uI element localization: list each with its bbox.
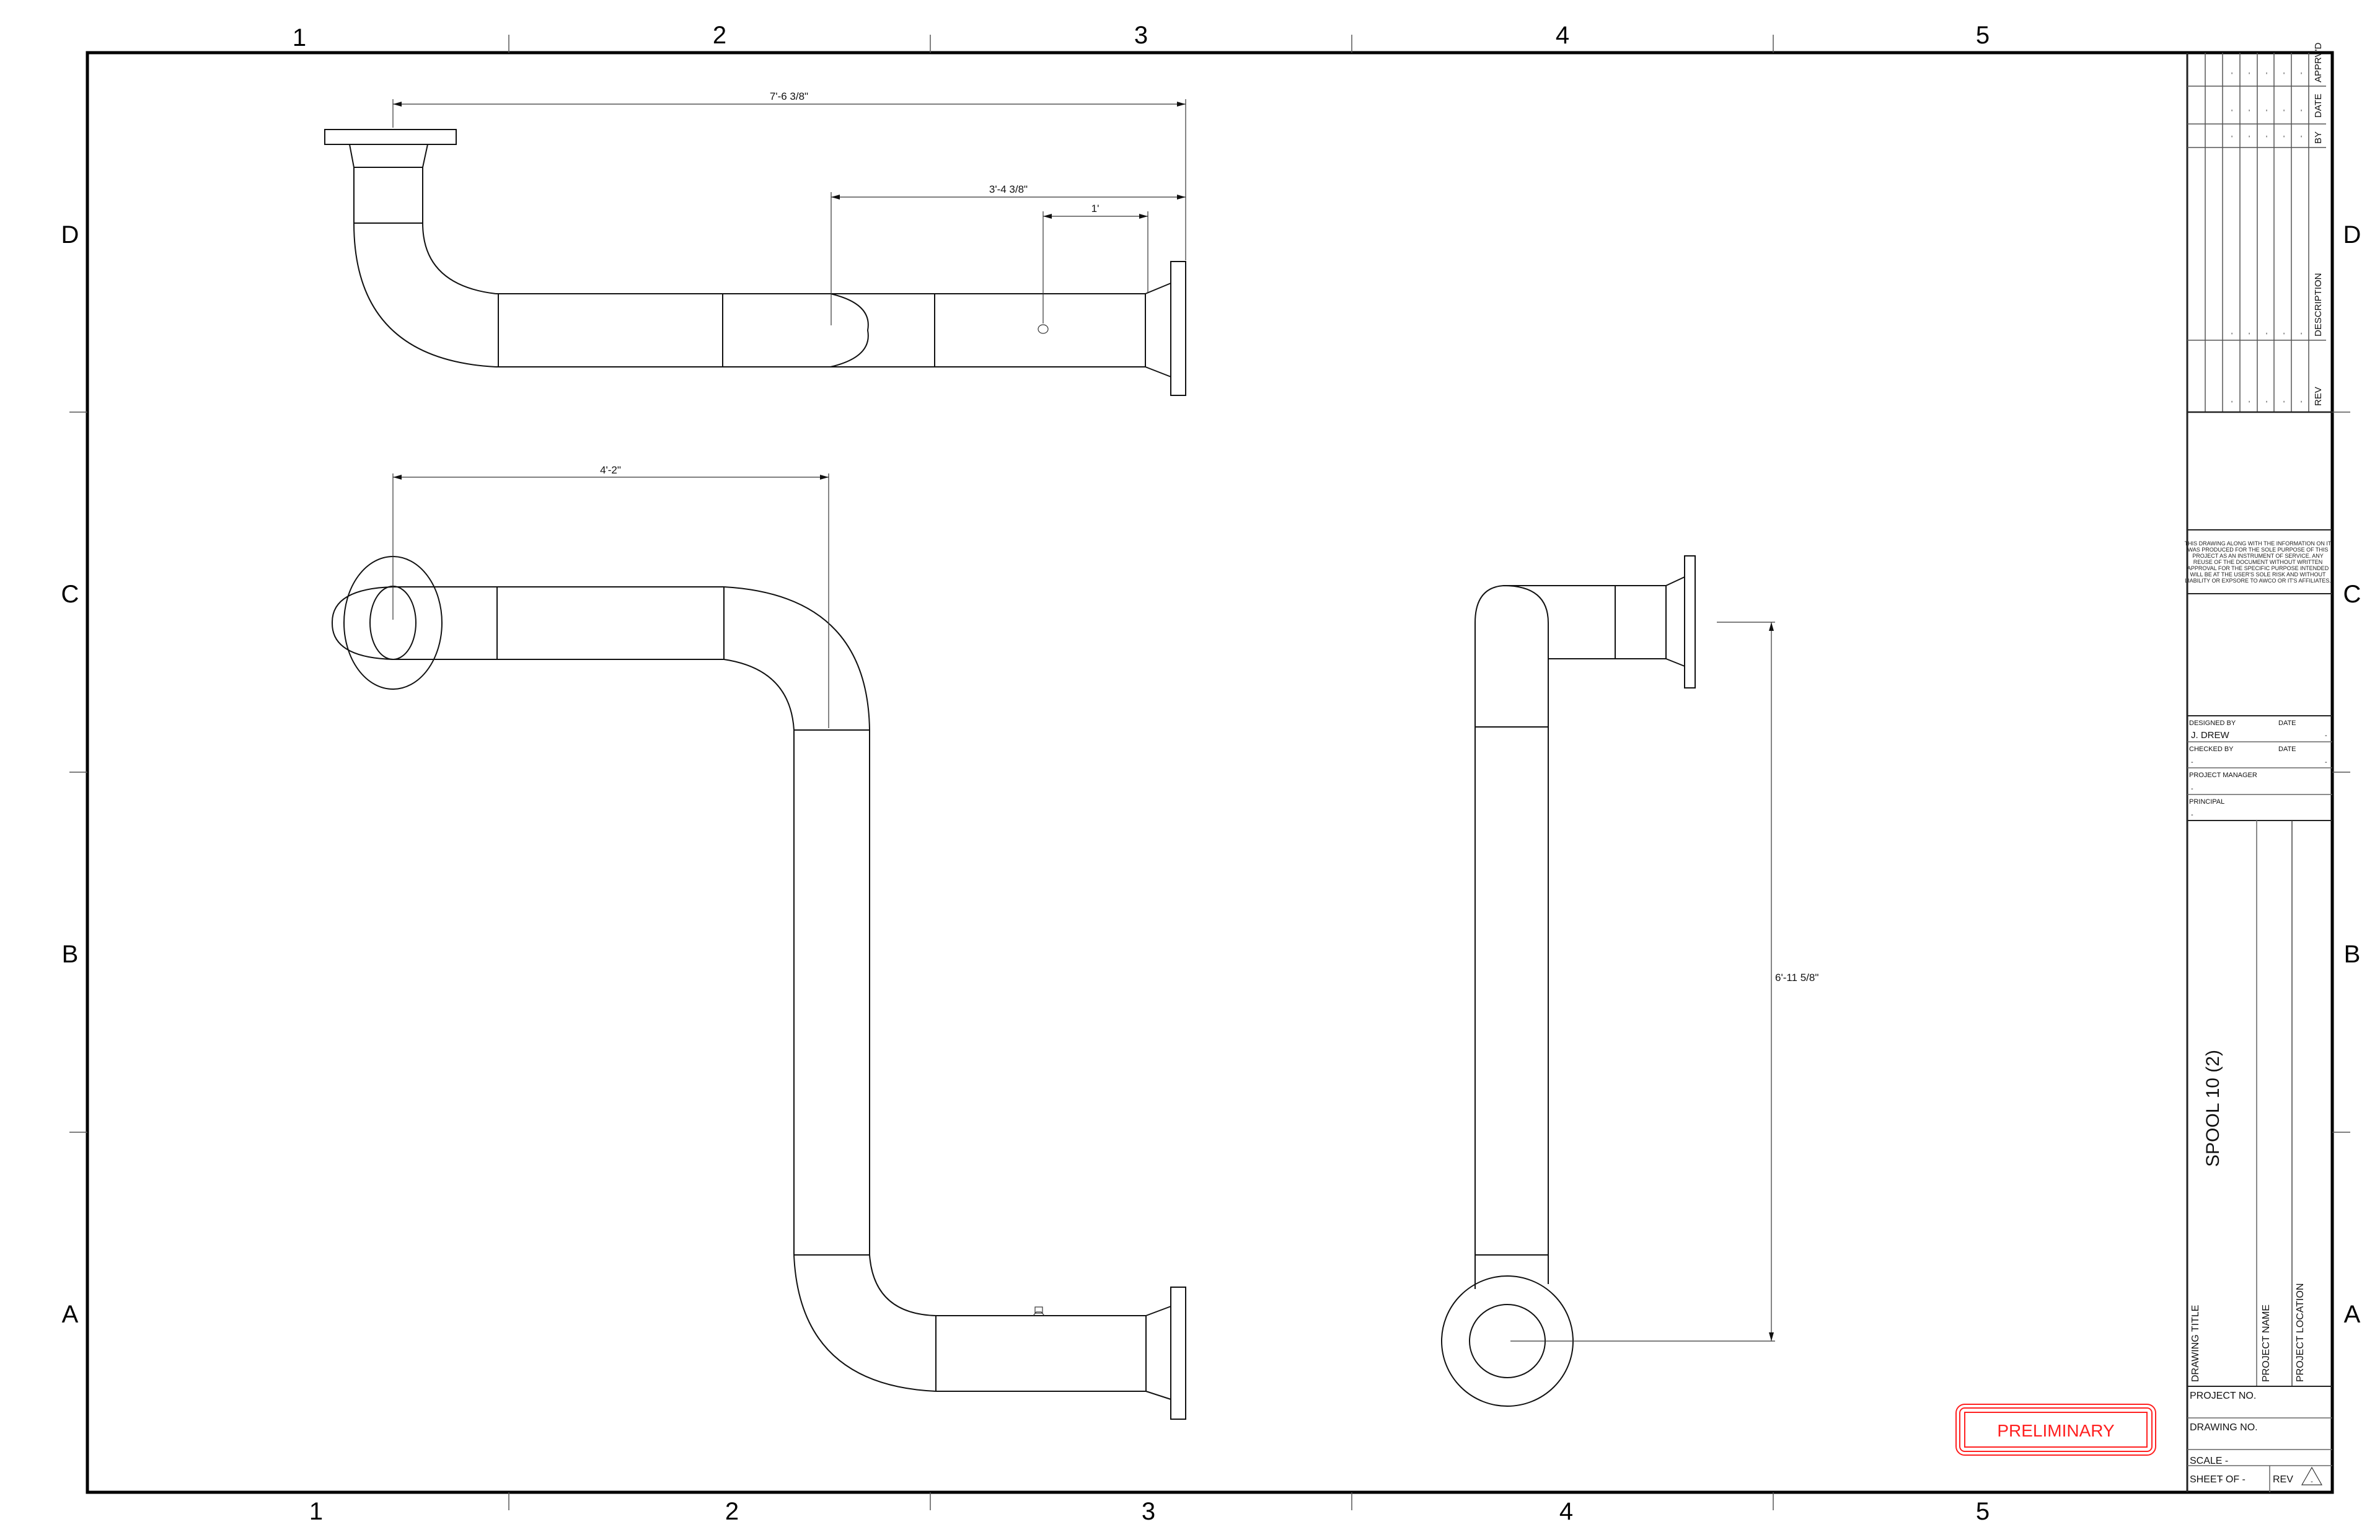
rev-cell: - <box>2263 109 2270 112</box>
zone-ticks <box>69 35 2350 1510</box>
side-view: 6'-11 5/8" <box>1441 555 1818 1407</box>
rev-cell: - <box>2228 72 2236 74</box>
principal-value: - <box>2191 811 2193 819</box>
rev-header-description: DESCRIPTION <box>2313 273 2324 337</box>
rev-header-approved: APPRV'D <box>2313 43 2324 82</box>
checked-by-value: - <box>2191 759 2193 766</box>
rev-cell: - <box>2246 109 2253 112</box>
rev-row-3: - - - - - <box>2263 72 2270 403</box>
drawing-title-label: DRAWING TITLE <box>2190 1305 2201 1382</box>
zone-row-left-B: B <box>62 941 79 968</box>
rev-cell: - <box>2228 400 2236 403</box>
project-manager-label: PROJECT MANAGER <box>2189 772 2257 779</box>
project-location-label: PROJECT LOCATION <box>2295 1283 2306 1382</box>
sheet-border <box>86 51 2334 1494</box>
zone-row-right-C: C <box>2343 581 2361 608</box>
rev-cell: - <box>2228 135 2236 138</box>
notice-line: REUSE OF THE DOCUMENT WITHOUT WRITTEN <box>2193 559 2323 565</box>
zone-col-bottom-4: 4 <box>1559 1498 1573 1525</box>
zone-col-top-3: 3 <box>1134 22 1148 49</box>
rev-row-5: - - - - - <box>2298 72 2305 403</box>
zone-row-right-A: A <box>2344 1301 2361 1328</box>
dim-fitting-offset: 1' <box>1091 203 1100 214</box>
zone-row-right-B: B <box>2344 941 2361 968</box>
zone-row-left-A: A <box>62 1301 79 1328</box>
preliminary-stamp: PRELIMINARY <box>1955 1404 2156 1456</box>
rev-cell: - <box>2246 135 2253 138</box>
project-no-label: PROJECT NO. <box>2190 1391 2256 1401</box>
rev-cell: - <box>2298 135 2305 138</box>
dim-vertical-drop: 6'-11 5/8" <box>1775 972 1818 983</box>
zone-col-bottom-5: 5 <box>1976 1498 1990 1525</box>
zone-row-right-D: D <box>2343 221 2361 249</box>
checked-date-label: DATE <box>2278 746 2296 753</box>
zone-row-left-D: D <box>61 221 79 249</box>
rev-cell: - <box>2280 109 2288 112</box>
rev-cell: - <box>2246 332 2253 335</box>
drawing-no-label: DRAWING NO. <box>2190 1422 2258 1433</box>
rev-cell: - <box>2280 135 2288 138</box>
dim-branch-offset: 3'-4 3/8" <box>989 183 1028 195</box>
rev-cell: - <box>2298 332 2305 335</box>
rev-cell: - <box>2263 400 2270 403</box>
rev-cell: - <box>2263 72 2270 74</box>
zone-col-top-4: 4 <box>1556 22 1569 49</box>
zone-col-bottom-1: 1 <box>309 1498 323 1525</box>
zone-col-bottom-3: 3 <box>1142 1498 1155 1525</box>
rev-cell: - <box>2228 332 2236 335</box>
rev-header-rev: REV <box>2313 387 2324 406</box>
rev-header-date: DATE <box>2313 94 2324 118</box>
designed-date-label: DATE <box>2278 719 2296 727</box>
notice-line: APPROVAL FOR THE SPECIFIC PURPOSE INTEND… <box>2187 565 2329 571</box>
rev-row-2: - - - - - <box>2246 72 2253 403</box>
rev-cell: - <box>2246 400 2253 403</box>
rev-cell: - <box>2280 332 2288 335</box>
sheet-of-value: - OF - <box>2219 1474 2246 1485</box>
dim-overall-length: 7'-6 3/8" <box>770 90 808 102</box>
zone-col-top-2: 2 <box>713 22 726 49</box>
zone-col-top-1: 1 <box>293 24 306 51</box>
notice-line: PROJECT AS AN INSTRUMENT OF SERVICE. ANY <box>2192 553 2324 559</box>
rev-cell: - <box>2263 332 2270 335</box>
rev-cell: - <box>2263 135 2270 138</box>
rev-value: - <box>2311 1478 2313 1485</box>
rev-header-by: BY <box>2313 131 2324 144</box>
notice-line: LIABILITY OR EXPSORE TO AWCO OR IT'S AFF… <box>2185 578 2331 584</box>
front-view: 4'-2" <box>331 464 1186 1420</box>
notice-line: WAS PRODUCED FOR THE SOLE PURPOSE OF THI… <box>2188 547 2329 553</box>
top-view: 7'-6 3/8" 3'-4 3/8" 1' <box>324 90 1186 396</box>
scale-label: SCALE - <box>2190 1456 2228 1466</box>
checked-by-label: CHECKED BY <box>2189 746 2234 753</box>
zone-col-bottom-2: 2 <box>725 1498 739 1525</box>
project-name-label: PROJECT NAME <box>2261 1305 2272 1382</box>
notice-text: THIS DRAWING ALONG WITH THE INFORMATION … <box>2185 540 2332 584</box>
rev-cell: - <box>2280 400 2288 403</box>
project-manager-value: - <box>2191 785 2193 793</box>
rev-cell: - <box>2298 72 2305 74</box>
zone-col-top-5: 5 <box>1976 22 1990 49</box>
rev-cell: - <box>2228 109 2236 112</box>
title-block: APPRV'D DATE BY DESCRIPTION REV - - - - … <box>2185 43 2332 1492</box>
designed-date-value: - <box>2325 732 2327 739</box>
checked-date-value: - <box>2325 759 2327 766</box>
designed-by-label: DESIGNED BY <box>2189 719 2236 727</box>
notice-line: THIS DRAWING ALONG WITH THE INFORMATION … <box>2185 540 2332 547</box>
sheet-label: SHEET <box>2190 1474 2223 1485</box>
rev-row-4: - - - - - <box>2280 72 2288 403</box>
zone-row-left-C: C <box>61 581 79 608</box>
principal-label: PRINCIPAL <box>2189 798 2224 806</box>
stamp-text: PRELIMINARY <box>1997 1421 2115 1440</box>
designed-by-value: J. DREW <box>2191 730 2230 741</box>
rev-label: REV <box>2273 1474 2293 1485</box>
rev-row-1: - - - - - <box>2228 72 2236 403</box>
dim-elbow-offset: 4'-2" <box>600 464 621 476</box>
notice-line: WILL BE AT THE USER'S SOLE RISK AND WITH… <box>2190 571 2326 578</box>
rev-cell: - <box>2280 72 2288 74</box>
drawing-title-value: SPOOL 10 (2) <box>2203 1050 2223 1167</box>
rev-cell: - <box>2298 400 2305 403</box>
rev-cell: - <box>2298 109 2305 112</box>
revision-triangle-icon <box>2301 1466 2323 1485</box>
rev-cell: - <box>2246 72 2253 74</box>
